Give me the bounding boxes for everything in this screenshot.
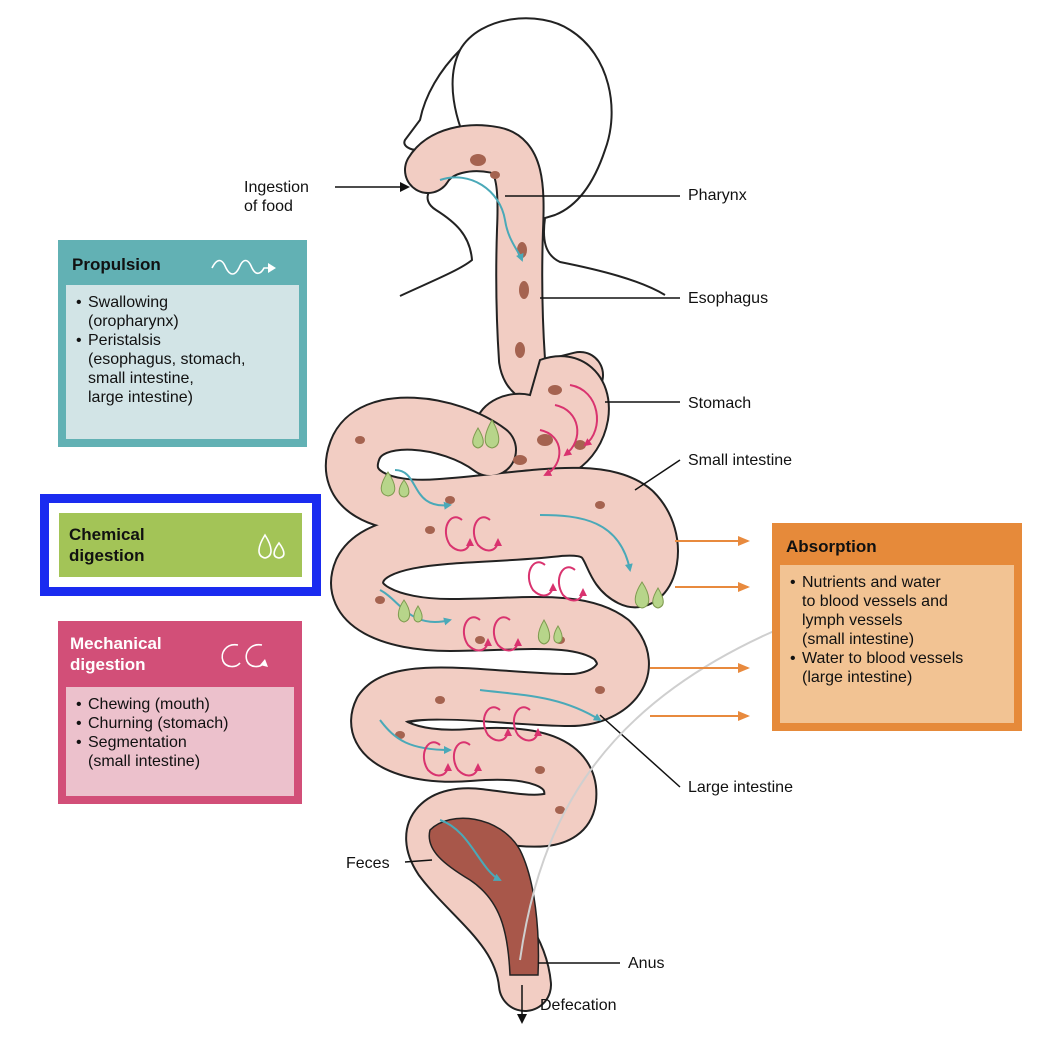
propulsion-title: Propulsion xyxy=(72,255,161,274)
feces-label: Feces xyxy=(346,855,390,872)
intestine-tube-fill xyxy=(326,398,677,1010)
propulsion-item: Peristalsis (esophagus, stomach, small i… xyxy=(76,331,289,407)
mechanical-digestion-body: Chewing (mouth) Churning (stomach) Segme… xyxy=(66,687,294,796)
enzyme-droplets xyxy=(380,418,664,645)
small-intestine-label: Small intestine xyxy=(688,452,793,469)
absorption-item: Water to blood vessels (large intestine) xyxy=(790,649,1004,687)
propulsion-item: Swallowing (oropharynx) xyxy=(76,293,289,331)
digestive-tract xyxy=(324,124,679,1012)
chemical-digestion-panel: Chemical digestion xyxy=(59,513,302,577)
absorption-guide-curve xyxy=(519,619,801,961)
stomach-label: Stomach xyxy=(688,395,752,412)
propulsion-body: Swallowing (oropharynx) Peristalsis (eso… xyxy=(66,285,299,439)
absorption-title: Absorption xyxy=(786,537,877,556)
large-intestine-label: Large intestine xyxy=(688,779,793,796)
absorption-panel: Absorption Nutrients and water to blood … xyxy=(772,523,1022,731)
mechanical-item: Churning (stomach) xyxy=(76,714,284,733)
ingestion-label: Ingestion of food xyxy=(244,178,309,216)
pharynx-label: Pharynx xyxy=(688,187,747,204)
propulsion-panel: Propulsion Swallowing (oropharynx) Peris… xyxy=(58,240,307,447)
feces-shape xyxy=(428,817,540,976)
churning-arrows-icon xyxy=(221,643,268,668)
chemical-digestion-highlight: Chemical digestion xyxy=(40,494,321,596)
mechanical-item: Chewing (mouth) xyxy=(76,695,284,714)
ingestion-line2: of food xyxy=(244,198,293,215)
mechanical-item: Segmentation (small intestine) xyxy=(76,733,284,771)
mechanical-digestion-title: Mechanical digestion xyxy=(70,634,162,674)
absorption-arrows xyxy=(650,536,750,721)
absorption-item: Nutrients and water to blood vessels and… xyxy=(790,573,1004,649)
mechanical-digestion-panel: Mechanical digestion Chewing (mouth) Chu… xyxy=(58,621,302,804)
ingestion-line1: Ingestion xyxy=(244,179,309,196)
food-particles xyxy=(355,154,605,814)
leader-lines xyxy=(335,182,681,1024)
churning-arrows xyxy=(422,384,598,777)
flow-arrows xyxy=(379,176,633,881)
chemical-digestion-title: Chemical digestion xyxy=(69,525,145,565)
droplets-icon xyxy=(258,533,285,559)
anus-label: Anus xyxy=(628,955,665,972)
wavy-arrow-icon xyxy=(211,259,276,275)
defecation-label: Defecation xyxy=(540,997,617,1014)
absorption-body: Nutrients and water to blood vessels and… xyxy=(780,565,1014,723)
esophagus-label: Esophagus xyxy=(688,290,769,307)
